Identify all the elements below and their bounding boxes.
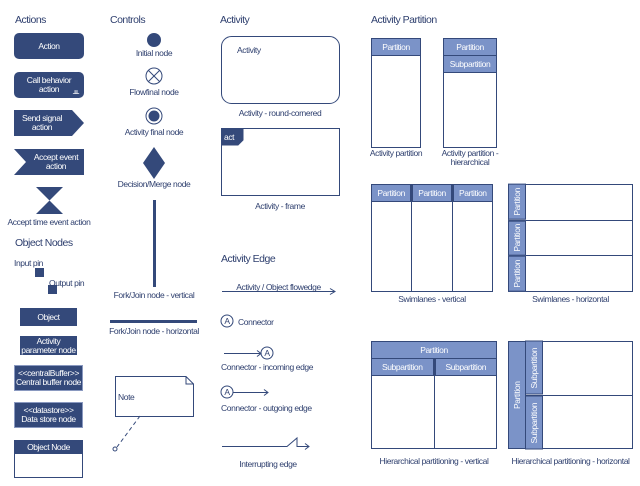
section-actions: Actions — [15, 14, 46, 26]
send-signal-action[interactable]: Send signal action — [21, 113, 63, 132]
input-pin — [35, 268, 44, 277]
activity-round — [221, 36, 340, 104]
section-edge: Activity Edge — [221, 253, 276, 265]
activity-round-label: Activity - round-cornered — [238, 108, 322, 118]
section-controls: Controls — [110, 14, 146, 26]
fork-v-label: Fork/Join node - vertical — [113, 290, 195, 300]
hv-label: Hierarchical partitioning - vertical — [379, 456, 489, 466]
activity-partition[interactable]: Partition — [371, 38, 421, 148]
section-partition: Activity Partition — [371, 14, 437, 26]
lane-header: Partition — [508, 256, 526, 293]
central-buffer[interactable]: <<centralBuffer>>Central buffer node — [14, 365, 83, 391]
flow-label: Activity / Object flowedge — [236, 282, 321, 292]
accept-event-action[interactable]: Accept event action — [33, 152, 79, 171]
subpartition-header: Subpartition — [371, 358, 434, 376]
swimlanes-vertical[interactable]: Partition Partition Partition — [371, 184, 493, 292]
lane-header: Partition — [371, 184, 412, 202]
param-node[interactable]: Activity parameter node — [20, 335, 77, 355]
aph-label: Activity partition - hierarchical — [441, 148, 499, 167]
partition-header: Partition — [371, 38, 421, 56]
flowfinal-label: Flowfinal node — [129, 87, 179, 97]
final-label: Activity final node — [124, 127, 184, 137]
subpartition-header: Subpartition — [434, 358, 497, 376]
ap-label: Activity partition — [369, 148, 423, 158]
output-pin — [48, 285, 57, 294]
section-object-nodes: Object Nodes — [15, 237, 73, 249]
hierarchical-horizontal[interactable]: Partition Subpartition Subpartition — [508, 341, 633, 449]
swimlanes-horizontal[interactable]: Partition Partition Partition — [508, 184, 633, 293]
subpartition-header: Subpartition — [525, 341, 543, 395]
action-shape[interactable]: Action — [14, 33, 84, 59]
note-shape — [115, 376, 194, 417]
sh-label: Swimlanes - horizontal — [532, 294, 609, 304]
connector-letter[interactable]: A — [224, 316, 230, 326]
object-node-header: Object Node — [15, 441, 82, 454]
initial-node — [147, 33, 161, 47]
subpartition-header: Subpartition — [443, 55, 497, 73]
accept-event-shape — [14, 149, 84, 175]
fork-horizontal — [110, 320, 197, 323]
subpartition-header: Subpartition — [525, 395, 543, 449]
output-pin-label: Output pin — [49, 278, 85, 288]
lane-header: Partition — [452, 184, 493, 202]
activity-frame — [221, 128, 340, 196]
act-tab: act — [224, 132, 235, 142]
lane-header: Partition — [508, 220, 526, 256]
time-event-label: Accept time event action — [7, 217, 91, 227]
object-shape[interactable]: Object — [20, 308, 77, 326]
decision-label: Decision/Merge node — [117, 179, 191, 189]
outgoing-label: Connector - outgoing edge — [221, 403, 312, 413]
partition-header: Partition — [508, 341, 526, 449]
interrupt-edge — [222, 436, 310, 450]
sv-label: Swimlanes - vertical — [398, 294, 466, 304]
decision-node — [143, 147, 165, 179]
fork-vertical — [153, 200, 156, 287]
interrupt-label: Interrupting edge — [239, 459, 297, 469]
incoming-label: Connector - incoming edge — [221, 362, 314, 372]
partition-header: Partition — [443, 38, 497, 56]
time-event-hourglass — [36, 187, 63, 214]
send-signal-shape — [14, 110, 84, 136]
input-pin-label: Input pin — [14, 258, 44, 268]
lane-header: Partition — [508, 184, 526, 220]
lane-header: Partition — [412, 184, 452, 202]
object-node[interactable]: Object Node — [14, 440, 83, 478]
partition-header: Partition — [371, 341, 497, 359]
flow-edge — [222, 288, 336, 295]
activity-frame-label: Activity - frame — [255, 201, 305, 211]
rake-icon: ᚇ — [73, 88, 79, 98]
call-behavior-shape[interactable]: Call behavior action — [14, 72, 84, 98]
connector-label: Connector — [238, 317, 274, 327]
activity-inner-label: Activity — [237, 45, 261, 55]
initial-label: Initial node — [135, 48, 173, 58]
outgoing-letter: A — [224, 387, 230, 397]
hierarchical-vertical[interactable]: Partition Subpartition Subpartition — [371, 341, 497, 449]
note-text[interactable]: Note — [118, 392, 135, 402]
section-activity: Activity — [220, 14, 250, 26]
incoming-letter: A — [264, 348, 270, 358]
hh-label: Hierarchical partitioning - horizontal — [511, 456, 630, 466]
fork-h-label: Fork/Join node - horizontal — [109, 326, 199, 336]
data-store[interactable]: <<datastore>>Data store node — [14, 402, 83, 428]
